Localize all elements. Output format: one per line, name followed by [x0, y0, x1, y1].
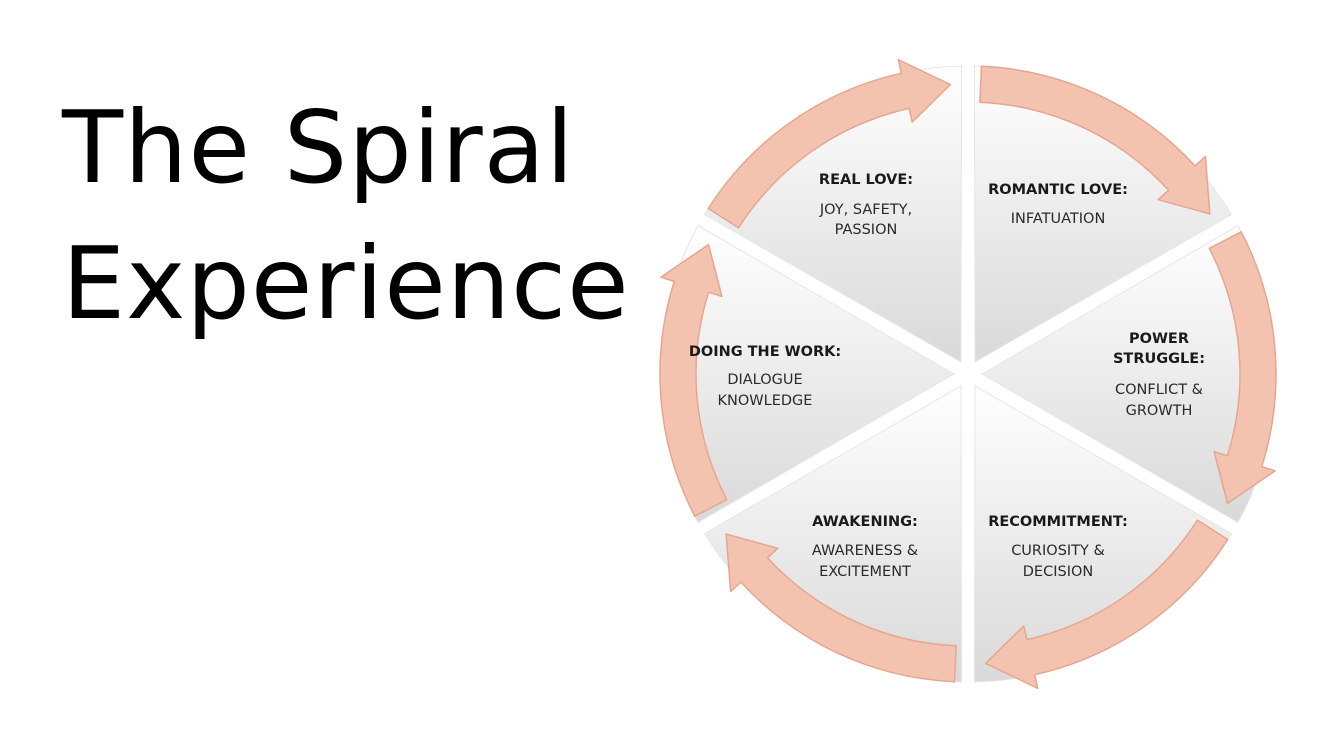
stage-recommitment-label: RECOMMITMENT: [988, 514, 1128, 530]
title-line-1: The Spiral [62, 89, 575, 206]
arrow-from-power-struggle [1208, 231, 1277, 505]
stage-awakening: AWAKENING: AWARENESS & EXCITEMENT [812, 514, 918, 580]
stage-romantic-love-label: ROMANTIC LOVE: [988, 182, 1128, 198]
stage-doing-the-work-desc-2: KNOWLEDGE [718, 393, 813, 409]
stage-power-struggle-desc-1: CONFLICT & [1115, 382, 1203, 398]
arrow-from-recommitment [984, 519, 1229, 690]
arrow-from-real-love [707, 58, 952, 229]
stage-awakening-desc-2: EXCITEMENT [819, 564, 911, 580]
stage-power-struggle-desc-2: GROWTH [1126, 403, 1193, 419]
stage-real-love-label: REAL LOVE: [819, 172, 913, 188]
stage-recommitment: RECOMMITMENT: CURIOSITY & DECISION [988, 514, 1128, 580]
arrow-from-romantic-love [979, 65, 1211, 215]
stage-romantic-love: ROMANTIC LOVE: INFATUATION [988, 182, 1128, 227]
stage-real-love: REAL LOVE: JOY, SAFETY, PASSION [819, 172, 913, 238]
page-title: The Spiral Experience [62, 80, 630, 352]
stage-power-struggle-label-2: STRUGGLE: [1113, 351, 1205, 367]
stage-real-love-desc-1: JOY, SAFETY, [819, 202, 912, 218]
stage-doing-the-work-label: DOING THE WORK: [689, 344, 841, 360]
stage-romantic-love-desc-1: INFATUATION [1011, 211, 1106, 227]
cycle-arrows [659, 58, 1277, 690]
arrow-from-doing-the-work [659, 243, 728, 517]
stage-power-struggle: POWER STRUGGLE: CONFLICT & GROWTH [1113, 331, 1205, 419]
stage-recommitment-desc-1: CURIOSITY & [1011, 543, 1105, 559]
stage-doing-the-work: DOING THE WORK: DIALOGUE KNOWLEDGE [689, 344, 841, 409]
stage-recommitment-desc-2: DECISION [1023, 564, 1093, 580]
stage-awakening-label: AWAKENING: [812, 514, 918, 530]
arrow-from-awakening [725, 533, 957, 683]
stage-doing-the-work-desc-1: DIALOGUE [727, 372, 802, 388]
title-line-2: Experience [62, 225, 630, 342]
stage-awakening-desc-1: AWARENESS & [812, 543, 918, 559]
stage-real-love-desc-2: PASSION [835, 222, 898, 238]
stage-power-struggle-label-1: POWER [1129, 331, 1189, 347]
